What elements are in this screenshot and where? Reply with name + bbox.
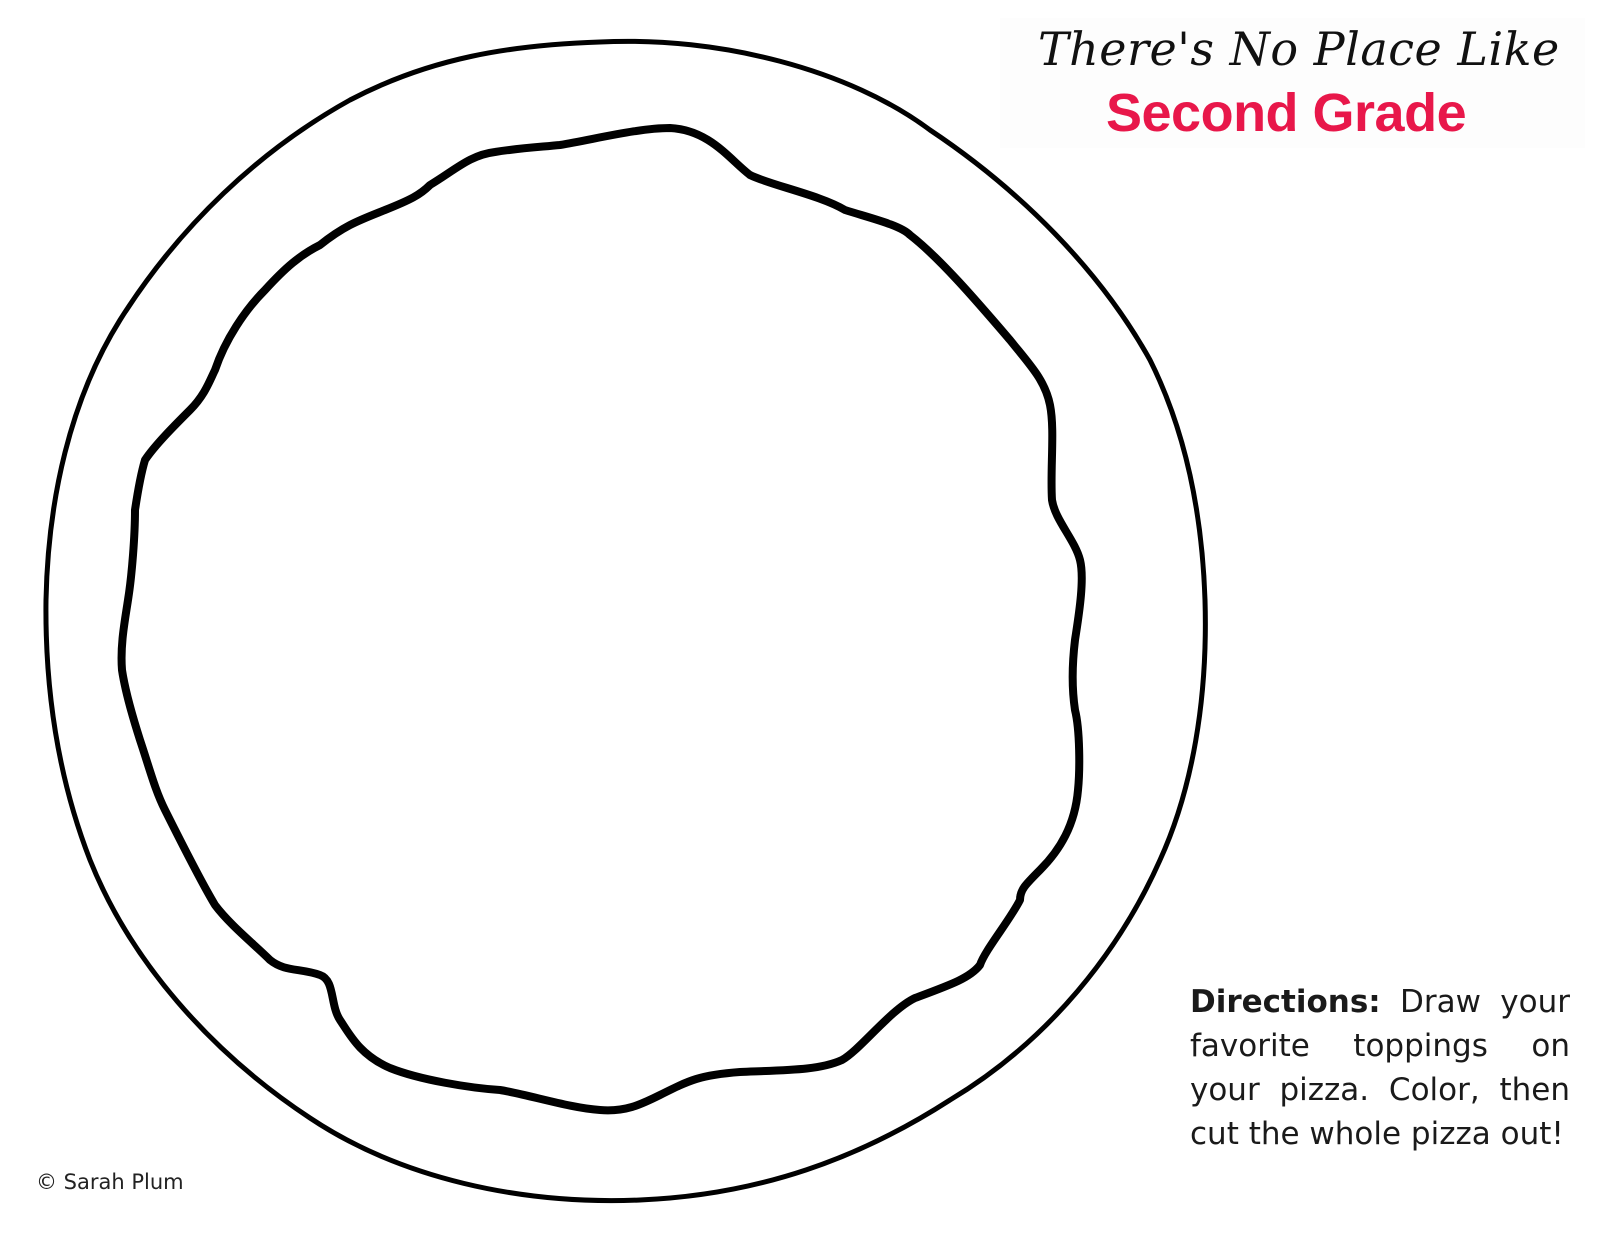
directions-label: Directions: [1190,984,1381,1020]
pizza-sauce-inner [117,124,1086,1115]
logo-grade-text: Second Grade [1106,83,1467,143]
pizza-crust-outer [43,38,1208,1204]
directions-text: Draw your favorite toppings on your pizz… [1190,984,1571,1152]
copyright-notice: © Sarah Plum [36,1170,184,1194]
brand-logo: There's No Place Like Second Grade [1000,18,1585,148]
directions-block: Directions: Draw your favorite toppings … [1190,980,1570,1156]
logo-tagline: There's No Place Like [1038,22,1560,76]
